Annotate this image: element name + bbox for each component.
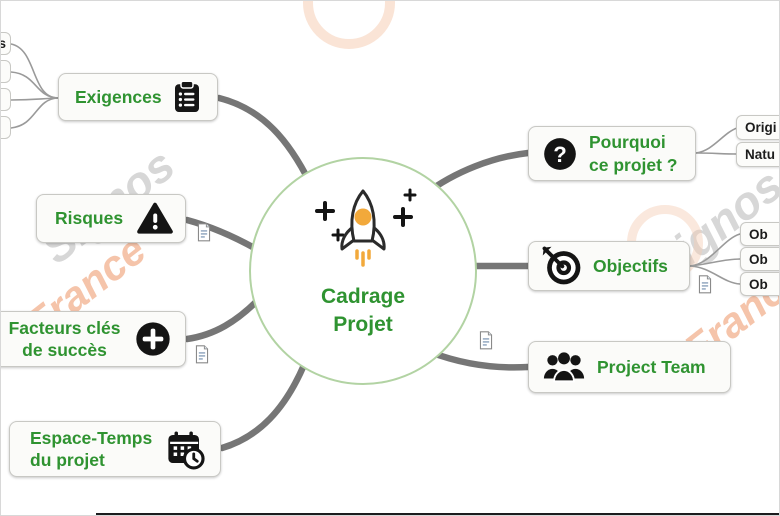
central-topic[interactable]: Cadrage Projet — [249, 157, 477, 385]
subtopic-objectif[interactable]: Ob — [740, 222, 779, 246]
subtopic-label: Origi — [745, 120, 777, 135]
topic-espace-temps-label: Espace-Temps du projet — [30, 427, 153, 470]
checklist-clipboard-icon — [175, 80, 199, 112]
subtopic-objectif[interactable]: Ob — [740, 272, 779, 296]
note-icon[interactable] — [194, 345, 210, 364]
subtopic-exigences-child[interactable] — [1, 116, 11, 139]
note-icon[interactable] — [196, 223, 212, 242]
rocket-icon — [315, 188, 417, 267]
subtopic-label: Ob — [749, 276, 768, 292]
subtopic-origine[interactable]: Origi — [736, 115, 779, 140]
topic-project-team-label: Project Team — [597, 356, 706, 377]
topic-objectifs-label: Objectifs — [593, 255, 668, 276]
warning-triangle-icon — [137, 202, 173, 234]
central-topic-title: Cadrage Projet — [320, 285, 406, 337]
svg-text:?: ? — [553, 141, 567, 166]
topic-project-team[interactable]: Project Team — [528, 341, 731, 393]
subtopic-exigences-child[interactable] — [1, 88, 11, 111]
subtopic-objectif[interactable]: Ob — [740, 247, 779, 271]
topic-exigences-label: Exigences — [75, 86, 162, 107]
topic-facteurs-label: Facteurs clés de succès — [8, 317, 121, 360]
calendar-clock-icon — [168, 431, 205, 470]
subtopic-exigences-child[interactable] — [1, 60, 11, 83]
note-icon[interactable] — [478, 331, 494, 350]
target-dart-icon — [542, 246, 581, 285]
topic-risques-label: Risques — [55, 208, 124, 228]
topic-objectifs[interactable]: Objectifs — [528, 241, 690, 291]
topic-exigences[interactable]: Exigences — [58, 73, 218, 121]
subtopic-label: Ob — [749, 226, 768, 242]
subtopic-exigences-child[interactable]: s — [1, 32, 11, 55]
topic-risques[interactable]: Risques — [36, 194, 186, 243]
topic-pourquoi[interactable]: ? Pourquoi ce projet ? — [528, 126, 696, 181]
note-icon[interactable] — [697, 275, 713, 294]
topic-facteurs-cles[interactable]: Facteurs clés de succès — [1, 311, 186, 367]
subtopic-label: Natu — [745, 147, 775, 162]
subtopic-label: Ob — [749, 251, 768, 267]
team-people-icon — [543, 352, 585, 383]
plus-circle-icon — [136, 322, 170, 356]
question-circle-icon: ? — [544, 137, 576, 170]
topic-espace-temps[interactable]: Espace-Temps du projet — [9, 421, 221, 477]
bottom-border — [96, 512, 779, 515]
topic-pourquoi-label: Pourquoi ce projet ? — [589, 132, 678, 175]
subtopic-label: s — [1, 36, 6, 51]
subtopic-nature[interactable]: Natu — [736, 142, 779, 167]
